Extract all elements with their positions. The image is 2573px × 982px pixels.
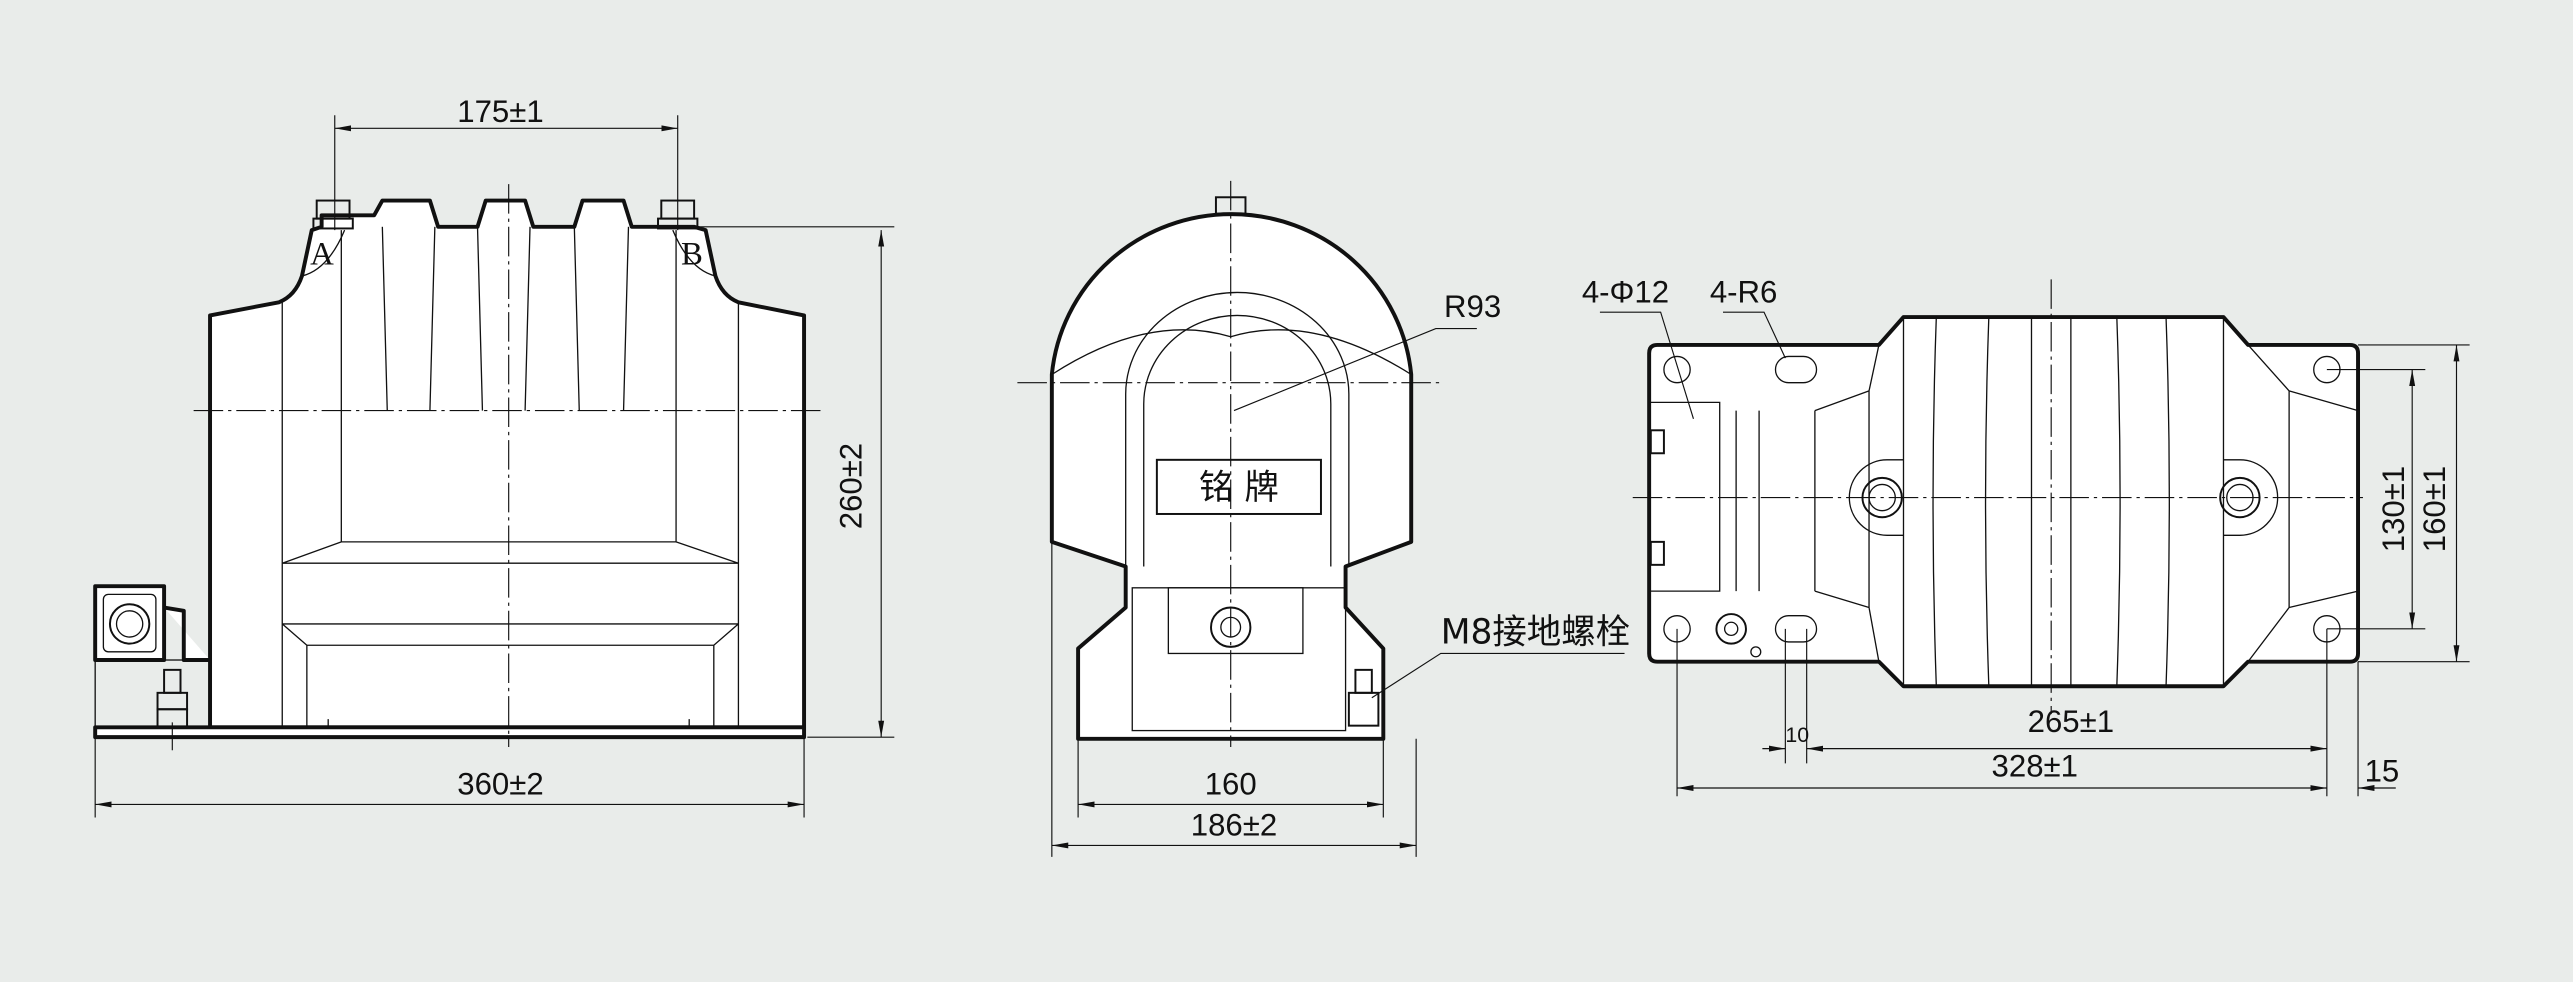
dim-width: 160±1 bbox=[2417, 466, 2452, 552]
dim-width: 186±2 bbox=[1191, 808, 1277, 843]
mounting-hole bbox=[1663, 355, 1691, 384]
dim-slot: 10 bbox=[1785, 723, 1809, 747]
base-plate bbox=[93, 725, 807, 740]
front-view: A B 175±1 260±2 360±2 bbox=[93, 94, 895, 818]
dim-hole-y: 130±1 bbox=[2376, 466, 2411, 552]
dim-length: 360±2 bbox=[457, 767, 543, 802]
terminal-b-label: B bbox=[681, 237, 703, 273]
mounting-slot bbox=[1774, 355, 1818, 384]
secondary-boss bbox=[2219, 476, 2261, 519]
dim-terminal-spacing: 175±1 bbox=[457, 94, 543, 129]
dim-hole-x: 265±1 bbox=[2028, 704, 2114, 739]
side-view: 铭 牌 R93 M8接地螺栓 160 186±2 bbox=[1017, 180, 1630, 857]
dim-height: 260±2 bbox=[833, 443, 868, 529]
ground-bolt-icon bbox=[163, 668, 182, 694]
nameplate bbox=[1155, 458, 1322, 515]
terminal-a-label: A bbox=[310, 237, 334, 273]
dim-edge: 15 bbox=[2365, 753, 2400, 788]
top-view: 4-Φ12 4-R6 130±1 160±1 265±1 10 328±1 15 bbox=[1582, 274, 2470, 797]
secondary-terminal-icon bbox=[108, 603, 151, 645]
dim-inner-width: 160 bbox=[1205, 767, 1257, 802]
dim-length: 328±1 bbox=[1992, 749, 2078, 784]
junction-box bbox=[93, 584, 167, 662]
mounting-slot bbox=[1774, 615, 1818, 643]
ground-bolt-label: M8接地螺栓 bbox=[1441, 613, 1630, 653]
slot-label: 4-R6 bbox=[1710, 274, 1778, 309]
radius-label: R93 bbox=[1444, 289, 1501, 324]
nameplate-label: 铭 牌 bbox=[1199, 468, 1279, 508]
hole-label: 4-Φ12 bbox=[1582, 274, 1669, 309]
front-body-outline bbox=[208, 198, 807, 730]
ground-bolt-top-icon bbox=[1715, 613, 1747, 645]
